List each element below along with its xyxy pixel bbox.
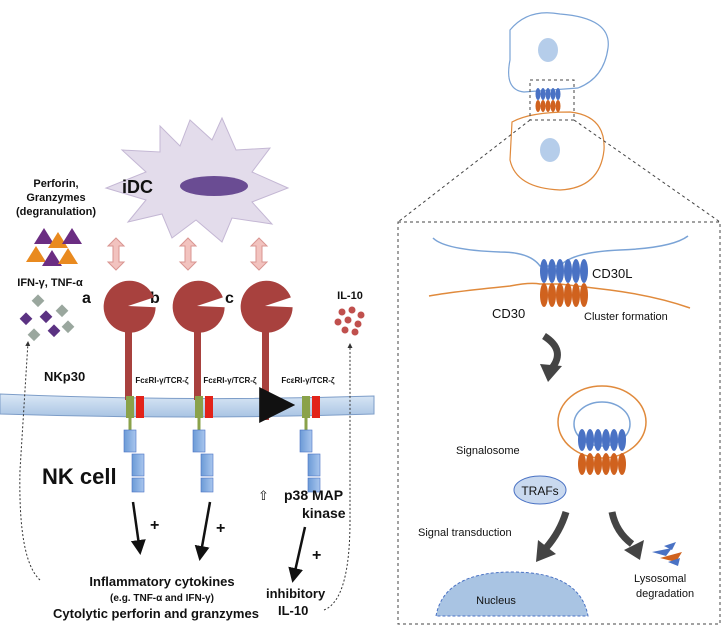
trafs-oval [513,475,567,505]
mini-synapse [535,88,561,112]
outcome-il10-line-1: inhibitory [266,586,326,601]
curved-arrow-1 [541,333,561,371]
arrow-to-lysosome [608,511,635,547]
plus-a: + [150,517,159,534]
trafs-label: TRAFs [521,484,558,498]
small-up-arrow: ⇧ [258,488,269,503]
zoom-line-left [397,119,531,223]
nkp30-receptors [103,280,293,420]
adaptor-complex-c [259,387,321,493]
lysosomal-fragments [652,542,682,566]
plus-c: + [312,547,321,564]
top-cell-nucleus [538,38,558,62]
t-cell-membrane [428,282,691,309]
dotted-arrow-right [323,343,353,611]
adaptor-complex-a [123,396,145,493]
top-cell [508,12,609,93]
dotted-arrow-left [19,341,41,581]
effector-label-2: Granzymes [26,192,85,204]
degradation-label-2: degradation [636,588,694,600]
cd30-label: CD30 [492,306,525,321]
outcome-line-1: Inflammatory cytokines [89,574,234,589]
effector-label-1: Perforin, [33,178,78,190]
nucleus-shape [435,571,589,617]
outcome-line-2: (e.g. TNF-α and IFN-γ) [110,593,214,604]
adaptor-label-b: FcεRI-γ/TCR-ζ [203,376,257,385]
bottom-cell-nucleus [540,138,560,162]
adaptor-complex-b [192,396,214,493]
signalosome-label: Signalosome [456,445,520,457]
nk-cell-label: NK cell [42,464,117,489]
nucleus-label: Nucleus [476,595,516,607]
interaction-arrows [106,237,269,271]
plus-b: + [216,520,225,537]
left-panel: iDC Perforin, Granzymes (degranulation) … [0,116,375,621]
adaptor-label-c: FcεRI-γ/TCR-ζ [281,376,335,385]
signalosome-outer [557,385,647,459]
arrow-a-down [130,501,146,555]
il10-label: IL-10 [337,290,363,302]
arrow-b-down [194,501,212,561]
il10-dots [334,306,365,336]
adaptor-label-a: FcεRI-γ/TCR-ζ [135,376,189,385]
cd30-cluster [540,283,588,307]
idc-cell: iDC [104,116,290,243]
granzyme-triangles [26,228,82,266]
cytokine-label: IFN-γ, TNF-α [17,277,83,289]
pathway-label-b: b [150,290,160,307]
cytokine-diamonds [19,294,75,342]
outcome-il10-line-2: IL-10 [278,603,308,618]
signal-transduction-label: Signal transduction [418,527,512,539]
kinase-label-2: kinase [302,505,346,521]
cluster-formation-label: Cluster formation [584,311,668,323]
arrow-to-nucleus [543,510,570,551]
pathway-label-c: c [225,290,234,307]
idc-label: iDC [122,177,153,197]
pathway-label-a: a [82,290,91,307]
signalosome-inner [573,401,631,447]
idc-nucleus [180,176,248,196]
nkp30-label: NKp30 [44,369,85,384]
effector-label-3: (degranulation) [16,206,96,218]
kinase-label-1: p38 MAP [284,487,343,503]
cd30l-cluster [540,259,588,283]
degradation-label-1: Lysosomal [634,573,686,585]
arrow-c-down [288,526,307,583]
cd30l-label: CD30L [592,266,632,281]
outcome-line-3: Cytolytic perforin and granzymes [53,606,259,621]
right-panel: CD30L CD30 Cluster formation Signalosome… [397,12,721,625]
